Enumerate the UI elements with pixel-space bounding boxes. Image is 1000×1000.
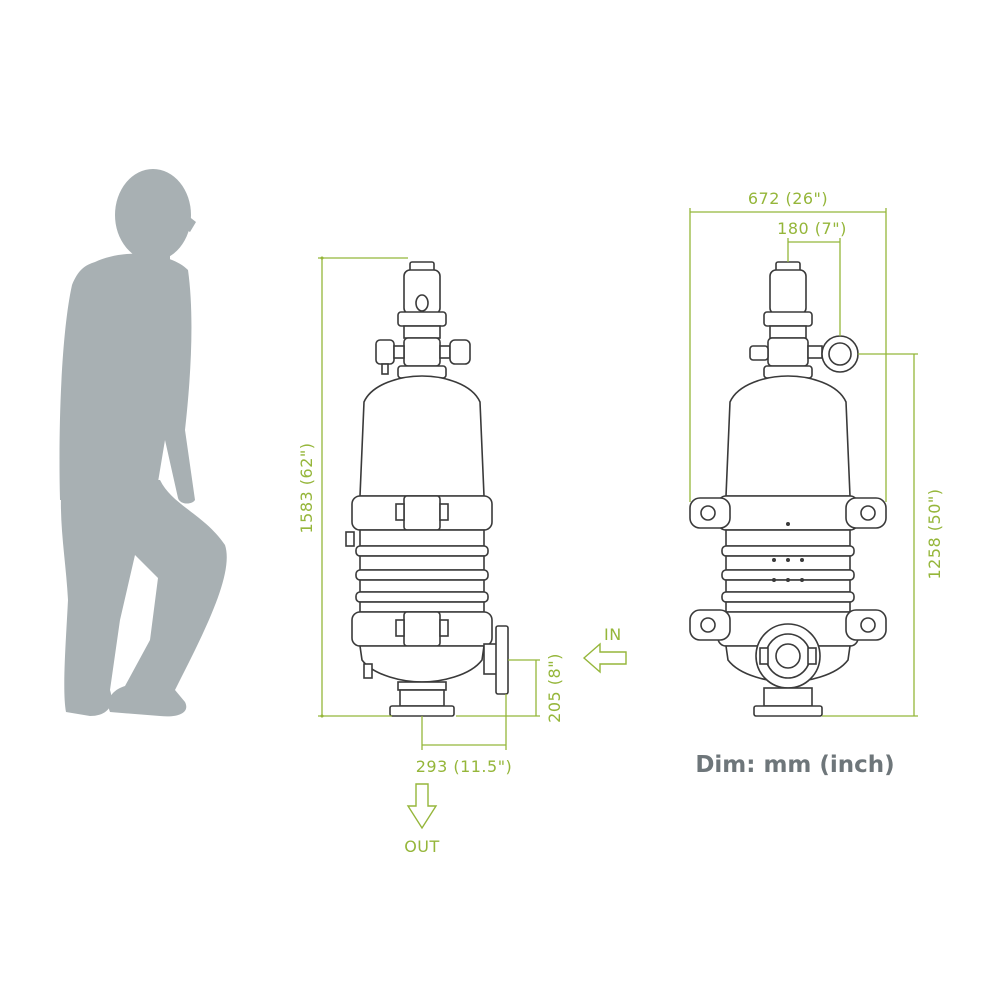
- dimension-lines: [318, 208, 918, 750]
- total-width-label: 672 (26"): [748, 189, 828, 208]
- outlet-offset-label: 293 (11.5"): [416, 757, 513, 776]
- inlet-label: IN: [604, 625, 622, 644]
- units-legend: Dim: mm (inch): [695, 752, 894, 778]
- total-height-label: 1583 (62"): [297, 442, 316, 533]
- filter-side-view: [689, 261, 887, 717]
- outlet-arrow-icon: [406, 783, 438, 830]
- filter-front-view: [345, 261, 509, 717]
- outlet-height-label: 205 (8"): [545, 653, 564, 723]
- side-height-label: 1258 (50"): [925, 488, 944, 579]
- person-silhouette: [59, 169, 227, 717]
- top-offset-label: 180 (7"): [777, 219, 847, 238]
- side-view-holes: [772, 522, 804, 582]
- outlet-label: OUT: [404, 837, 440, 856]
- inlet-arrow-icon: [582, 642, 627, 674]
